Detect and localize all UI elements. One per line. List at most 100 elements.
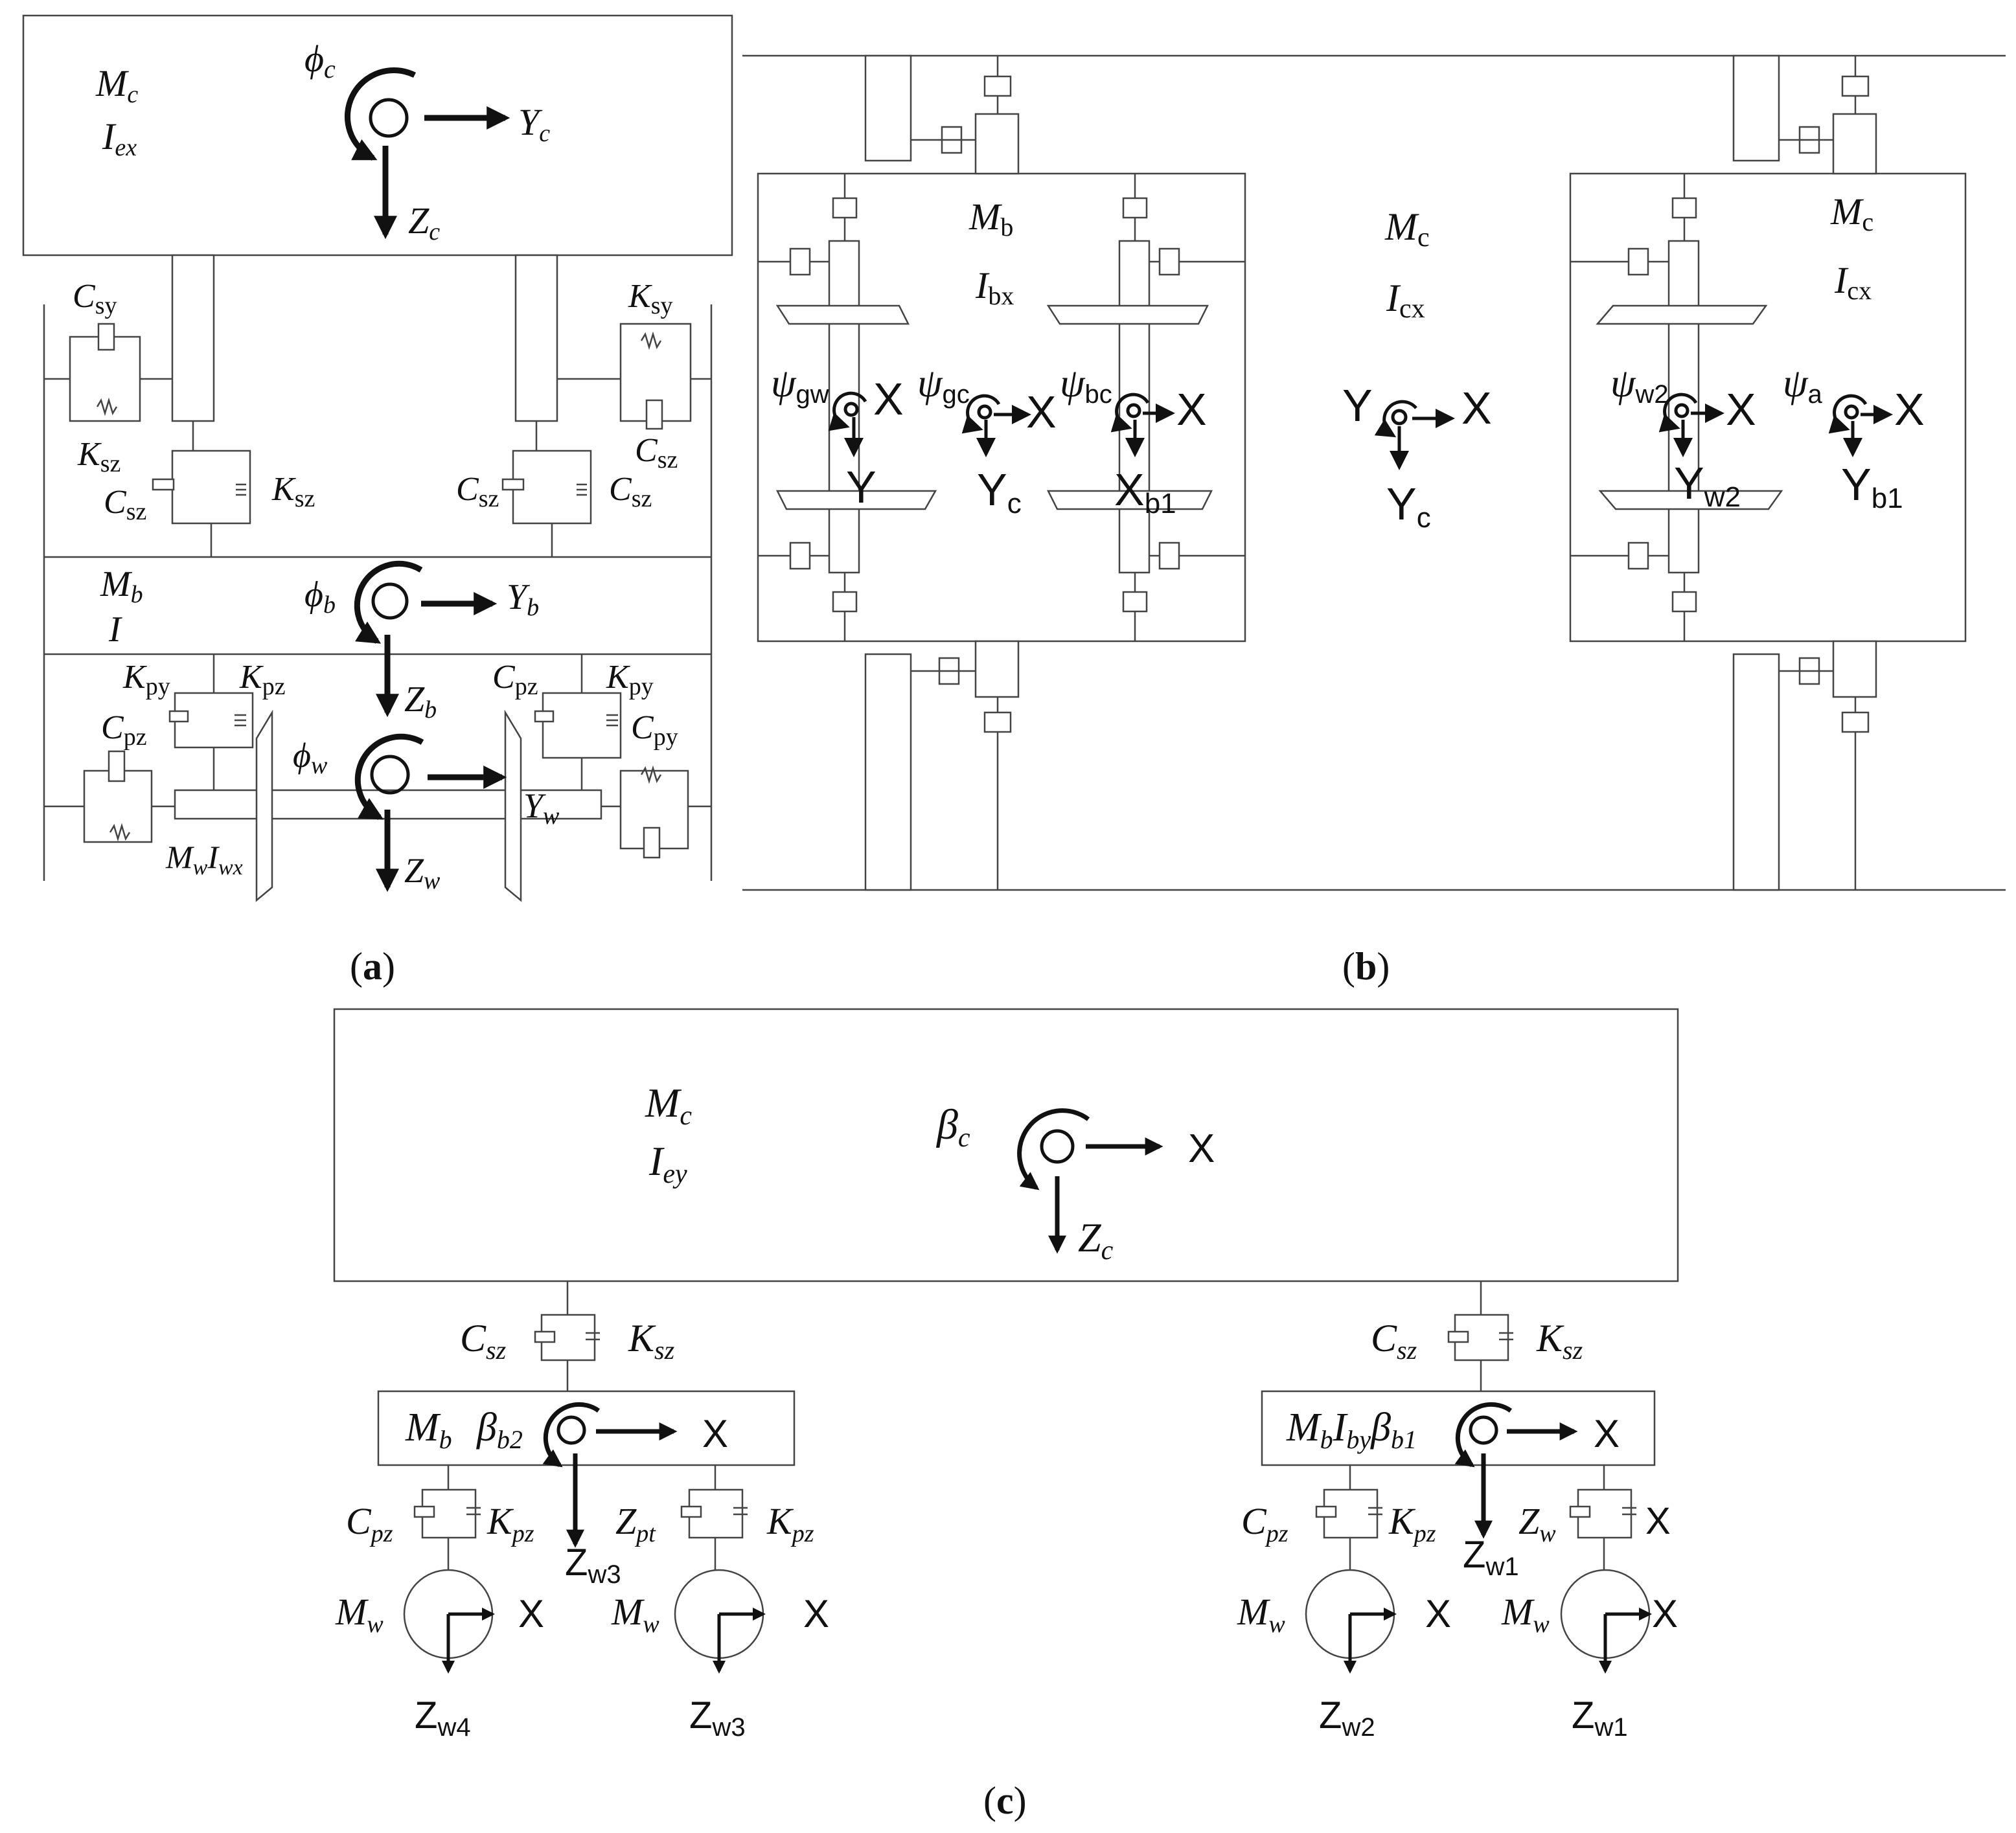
c-right-bogie-x-label: X [1594, 1412, 1620, 1455]
c-wheel-4 [403, 1569, 495, 1674]
k-py-label-right: Kpy [606, 659, 654, 700]
z-pt-label-c-left: Zpt [615, 1500, 656, 1547]
c-secondary-right [1447, 1281, 1513, 1391]
left-bogie-bar-2 [1118, 240, 1151, 574]
wedge-right-top [1596, 304, 1768, 325]
car-roll-label: ϕc [304, 38, 336, 84]
k-sy-label: Ksy [628, 278, 672, 319]
c-primary-left-units [413, 1465, 748, 1570]
secondary-vertical-right [501, 421, 592, 557]
wedge-top-left [775, 304, 910, 325]
k-pz-label-left: Kpz [239, 659, 286, 700]
secondary-lateral-left [44, 323, 172, 422]
panel-a: Mc Iex ϕc Yc Zc Csy Ksz [22, 14, 733, 988]
b-post-bottom-left-b [974, 640, 1020, 698]
bogie-roll-label: ϕb [304, 575, 336, 619]
wheel-left [255, 709, 273, 902]
c-pz-label-c-right-1: Cpz [1241, 1500, 1289, 1547]
c-sz-label-top-right: Csz [635, 432, 678, 473]
psi-gc-label: ψgc [917, 361, 970, 409]
b-post-bottom-left-a [864, 653, 912, 891]
wheel-1-z-label: Zw1 [1572, 1694, 1628, 1742]
c-sz-label-right-a: Csz [456, 471, 499, 512]
c-right-bogie-mass-label: MbIbyβb1 [1286, 1406, 1417, 1454]
c-car-pitch-center [1040, 1129, 1075, 1164]
c-car-pitch-arrow [1017, 1108, 1090, 1190]
psi-a-label: ψa [1783, 361, 1823, 409]
left-bogie-small-elements [758, 174, 1245, 641]
car-body-box [22, 14, 733, 256]
c-sz-label-right-b: Csz [609, 471, 652, 512]
left-bogie-mass-label: Mb [968, 196, 1013, 242]
c-sy-label: Csy [73, 278, 117, 319]
psi-gw-label: ψgw [771, 361, 829, 409]
wedge-right-bottom [1598, 490, 1783, 510]
b-post-top-right-b [1832, 113, 1877, 175]
k-sz-label-c-left: Ksz [628, 1317, 675, 1365]
c-car-inertia-label: Iey [648, 1138, 687, 1189]
gw-y-label: Y [846, 462, 876, 512]
c-left-bogie-z-label: Zw3 [565, 1542, 621, 1589]
car-roll-arrow [344, 67, 417, 161]
secondary-vertical-left [152, 421, 251, 557]
yaw-frame-gw: ψgw X Y [771, 361, 904, 512]
bogie-inertia-label: I [108, 609, 122, 650]
wheelset-roll-center [370, 755, 410, 795]
left-bogie-inertia-label: Ibx [975, 264, 1014, 310]
k-pz-label-c-left-1: Kpz [487, 1500, 534, 1547]
wheel-right [504, 709, 522, 902]
c-sz-label-c-left: Csz [460, 1317, 507, 1365]
c-car-mass-label: Mc [645, 1080, 692, 1131]
wheel-3-x-label: X [803, 1592, 829, 1635]
wheel-2-mass-label: Mw [1237, 1591, 1285, 1638]
car-inertia-label: Iex [102, 115, 137, 161]
right-bogie-mass-label: Mc [1830, 190, 1873, 236]
bogie-y-label: Yb [507, 577, 539, 621]
car-roll-center [369, 98, 409, 138]
z-w-label-c-right: Zw [1518, 1500, 1556, 1547]
c-secondary-left [534, 1281, 600, 1391]
w2-x-label: X [1726, 384, 1756, 435]
panel-c: Mc Iey βc X Zc Csz Ksz Csz Ksz [333, 1008, 1679, 1822]
c-left-bogie-x-label: X [702, 1412, 728, 1455]
wheelset-roll-label: ϕw [293, 736, 328, 779]
gc-y-label: Yc [977, 464, 1022, 519]
wedge-bottom-left [775, 490, 937, 510]
b-car-inertia-label: Icx [1386, 277, 1425, 324]
wheelset-roll-arrow [354, 733, 424, 820]
caption-c: (c) [983, 1779, 1027, 1822]
wheel-1-mass-label: Mw [1501, 1591, 1550, 1638]
psi-bc-label: ψbc [1060, 361, 1112, 409]
wheel-2-z-label: Zw2 [1319, 1694, 1375, 1742]
c-wheel-2 [1305, 1569, 1397, 1674]
panel-b: Mb Ibx ψgw X Y ψgc X Yc ψbc X Xb1 [742, 54, 2006, 988]
c-left-bogie-pitch-label: βb2 [476, 1406, 523, 1454]
wheel-2-x-label: X [1425, 1592, 1451, 1635]
b-post-top-left-b [974, 113, 1020, 175]
yaw-frame-a: ψa X Yb1 [1783, 361, 1925, 514]
c-car-pitch-label: βc [935, 1101, 970, 1153]
c-sz-label-left: Csz [104, 484, 146, 525]
k-pz-label-c-left-2: Kpz [766, 1500, 814, 1547]
gc-x-label: X [1026, 387, 1057, 437]
wheel-1-x-label: X [1652, 1592, 1678, 1635]
car-post-right [514, 254, 558, 422]
w2-y-label: Yw2 [1674, 458, 1741, 513]
b-post-top-right-a [1732, 54, 1780, 162]
c-car-x-label: X [1188, 1126, 1215, 1171]
b-car-mass-label: Mc [1384, 205, 1430, 253]
b-car-yaw-center [1391, 409, 1408, 426]
b-post-bottom-right-a [1732, 653, 1780, 891]
wedge-top-right [1046, 304, 1209, 325]
secondary-lateral-right [557, 323, 711, 430]
caption-b: (b) [1342, 945, 1390, 988]
wheel-3-z-label: Zw3 [689, 1694, 746, 1742]
wedge-bottom-right [1046, 490, 1213, 510]
b-post-top-left-a [864, 54, 912, 162]
wheel-4-z-label: Zw4 [415, 1694, 471, 1742]
c-sz-label-c-right: Csz [1371, 1317, 1417, 1365]
primary-right [534, 654, 711, 859]
wheelset-z-label: Zw [404, 851, 441, 894]
b-car-x-label: X [1461, 383, 1492, 433]
